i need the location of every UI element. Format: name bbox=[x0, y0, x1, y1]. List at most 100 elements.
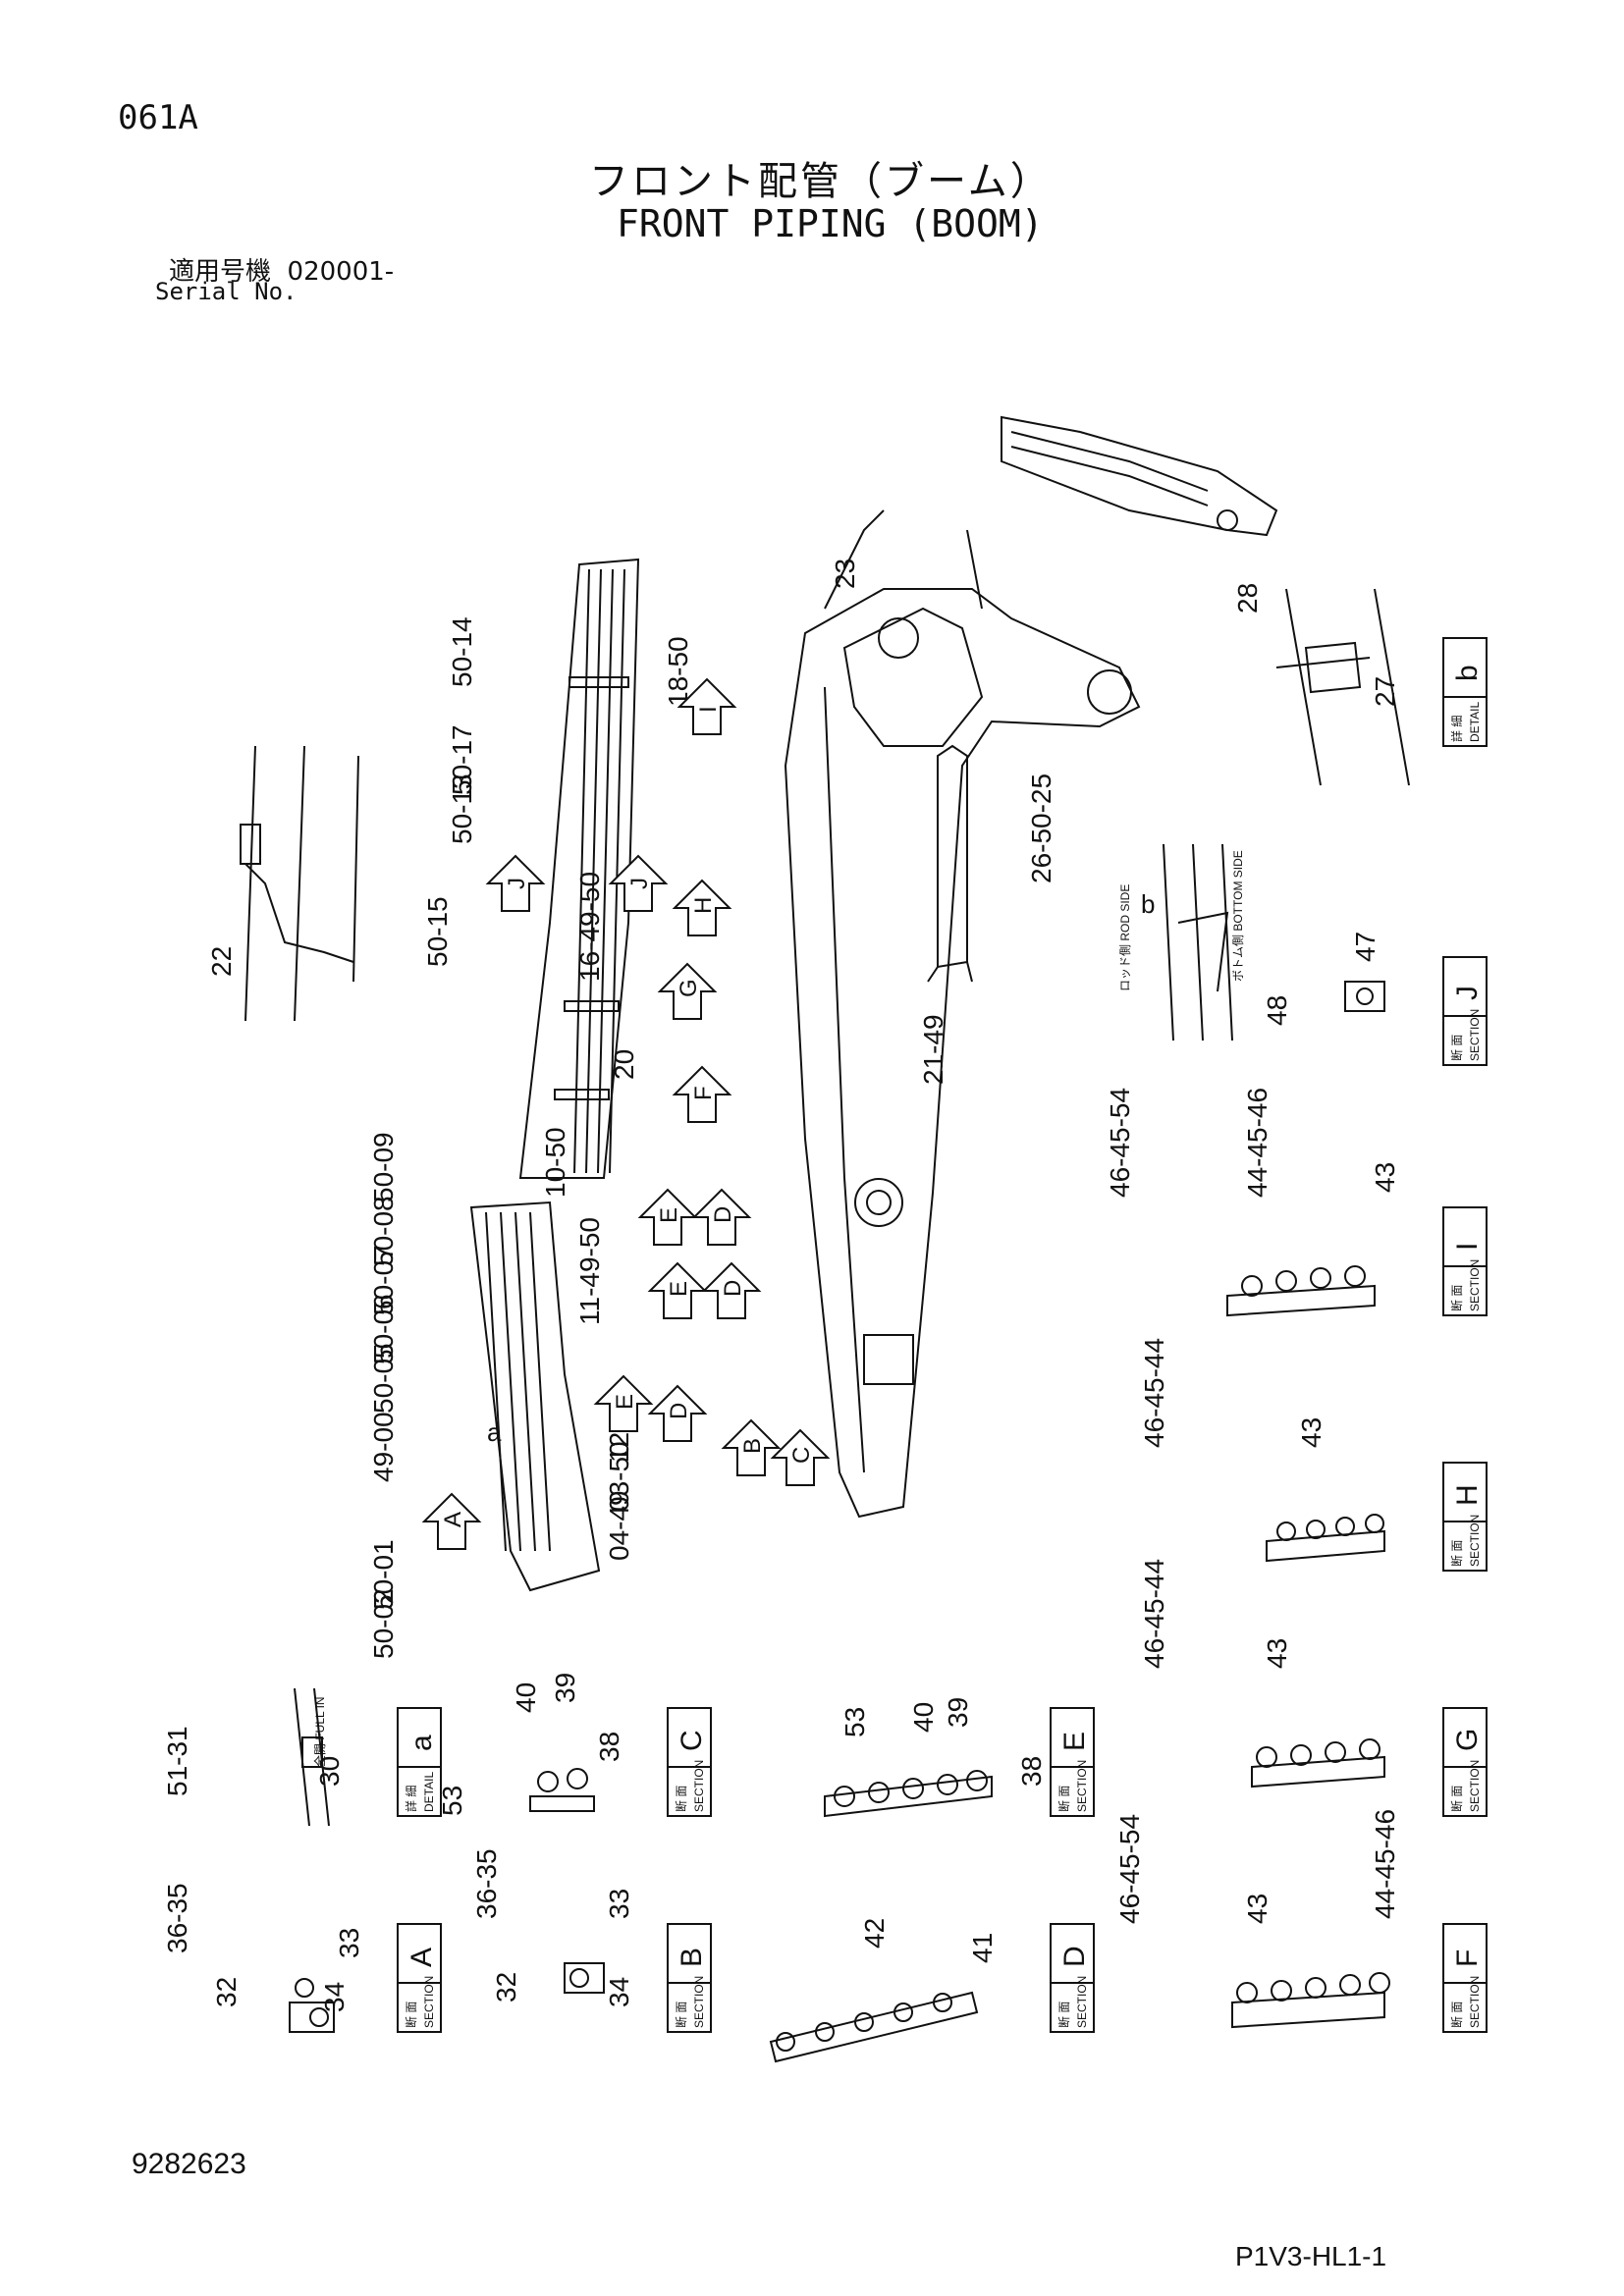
serial-label-japanese: 適用号機 020001- bbox=[169, 251, 394, 288]
serial-label: 適用号機 bbox=[169, 257, 272, 287]
callout-7: 20 bbox=[609, 1049, 639, 1080]
view-arrow-j-3: J bbox=[608, 854, 669, 912]
tag-type-jp: 詳 細 bbox=[1449, 716, 1464, 742]
callout-20: 50-06 bbox=[368, 1294, 399, 1364]
section-view-D bbox=[769, 1991, 979, 2063]
callout-21: 50-05 bbox=[368, 1343, 399, 1414]
callout-16: 50-09 bbox=[368, 1132, 399, 1202]
callout-18: 50-08 bbox=[368, 1196, 399, 1266]
callout-4: 18-50 bbox=[663, 636, 693, 707]
view-arrow-label: D bbox=[710, 1206, 736, 1223]
callout-2: 50-17 bbox=[447, 724, 477, 795]
tag-type-en: SECTION bbox=[1075, 1976, 1089, 2028]
callout-48: 32 bbox=[211, 1977, 242, 2007]
tag-letter: B bbox=[676, 1948, 708, 1967]
view-arrow-e-9: E bbox=[647, 1261, 708, 1319]
callout-39: 40 bbox=[511, 1682, 541, 1713]
tag-type-jp: 断 面 bbox=[1449, 2002, 1464, 2028]
view-arrow-b-13: B bbox=[721, 1418, 782, 1476]
hose-bundle-upper bbox=[518, 558, 640, 1179]
callout-34: 46-45-44 bbox=[1139, 1559, 1169, 1669]
callout-5: 50-15 bbox=[422, 896, 453, 967]
view-arrow-d-8: D bbox=[691, 1188, 752, 1246]
detail-rod-bottom bbox=[1163, 843, 1233, 1041]
tag-type-en: SECTION bbox=[1075, 1760, 1089, 1812]
tag-letter: G bbox=[1451, 1729, 1484, 1751]
tag-type-en: SECTION bbox=[1468, 1760, 1482, 1812]
side-notes: ロッド側 ROD SIDE ボトム側 BOTTOM SIDE 全開 FULL I… bbox=[312, 850, 1245, 1767]
callout-1: 50-14 bbox=[447, 616, 477, 687]
view-letter-a: a bbox=[487, 1417, 502, 1447]
callout-37: 30 bbox=[314, 1756, 345, 1787]
view-arrow-e-11: E bbox=[593, 1374, 654, 1432]
section-view-F bbox=[1231, 1972, 1390, 2029]
tag-type-en: DETAIL bbox=[1468, 702, 1482, 742]
tag-type-jp: 断 面 bbox=[1056, 1786, 1071, 1812]
section-view-I bbox=[1226, 1265, 1376, 1317]
callout-12: 26-50-25 bbox=[1026, 774, 1056, 883]
view-arrow-label: J bbox=[626, 878, 653, 889]
tag-letter: E bbox=[1058, 1732, 1091, 1751]
view-arrow-label: F bbox=[690, 1086, 717, 1100]
callout-30: 44-45-46 bbox=[1242, 1088, 1272, 1198]
tag-letter: H bbox=[1451, 1484, 1484, 1506]
view-arrow-d-12: D bbox=[647, 1384, 708, 1442]
tag-type-jp: 断 面 bbox=[1449, 1035, 1464, 1061]
callout-6: 16-49-50 bbox=[574, 872, 605, 982]
callout-35: 43 bbox=[1262, 1638, 1292, 1669]
tag-letter: J bbox=[1451, 986, 1484, 1000]
serial-value: 020001- bbox=[287, 257, 395, 287]
callout-17: 10-50 bbox=[540, 1127, 570, 1198]
title-japanese: フロント配管（ブーム） bbox=[589, 159, 1053, 204]
view-arrow-label: E bbox=[656, 1207, 682, 1223]
tag-type-jp: 断 面 bbox=[1449, 1285, 1464, 1311]
tag-type-jp: 断 面 bbox=[1056, 2002, 1071, 2028]
view-arrow-e-7: E bbox=[637, 1188, 698, 1246]
callout-13: 47 bbox=[1350, 932, 1380, 962]
callout-25: 03-50 bbox=[604, 1441, 634, 1512]
view-arrow-label: D bbox=[666, 1403, 692, 1419]
view-arrow-h-4: H bbox=[672, 879, 732, 936]
tag-type-jp: 詳 細 bbox=[404, 1786, 418, 1812]
callout-14: 48 bbox=[1262, 995, 1292, 1026]
section-view-G bbox=[1251, 1738, 1385, 1789]
tag-type-en: SECTION bbox=[692, 1976, 706, 2028]
callout-40: 39 bbox=[550, 1673, 580, 1703]
view-arrow-f-6: F bbox=[672, 1065, 732, 1123]
callout-58: 44-45-46 bbox=[1370, 1809, 1400, 1919]
callout-33: 43 bbox=[1296, 1417, 1326, 1448]
boom-head-inset bbox=[1001, 415, 1278, 537]
callout-27: 50-01 bbox=[368, 1539, 399, 1610]
detail-pipe-22 bbox=[240, 745, 359, 1022]
view-arrow-label: E bbox=[612, 1394, 638, 1410]
view-arrow-d-10: D bbox=[701, 1261, 762, 1319]
callout-23: 49-00 bbox=[368, 1412, 399, 1482]
callout-26: 04-49 bbox=[604, 1490, 634, 1561]
callout-19: 50-07 bbox=[368, 1245, 399, 1315]
view-arrow-label: C bbox=[788, 1447, 815, 1464]
callout-36: 51-31 bbox=[162, 1726, 192, 1796]
view-arrow-j-2: J bbox=[485, 854, 546, 912]
callout-55: 41 bbox=[967, 1933, 998, 1963]
tag-letter: C bbox=[676, 1730, 708, 1751]
callout-57: 43 bbox=[1242, 1894, 1272, 1924]
callout-43: 40 bbox=[908, 1702, 939, 1733]
tag-type-en: DETAIL bbox=[422, 1772, 436, 1812]
callout-54: 42 bbox=[859, 1918, 890, 1949]
section-view-H bbox=[1266, 1514, 1385, 1563]
tag-type-en: SECTION bbox=[422, 1976, 436, 2028]
callout-46: 36-35 bbox=[162, 1883, 192, 1953]
callout-31: 43 bbox=[1370, 1162, 1400, 1193]
view-arrow-i-1: I bbox=[677, 677, 737, 735]
callout-15: 21-49 bbox=[918, 1014, 948, 1085]
